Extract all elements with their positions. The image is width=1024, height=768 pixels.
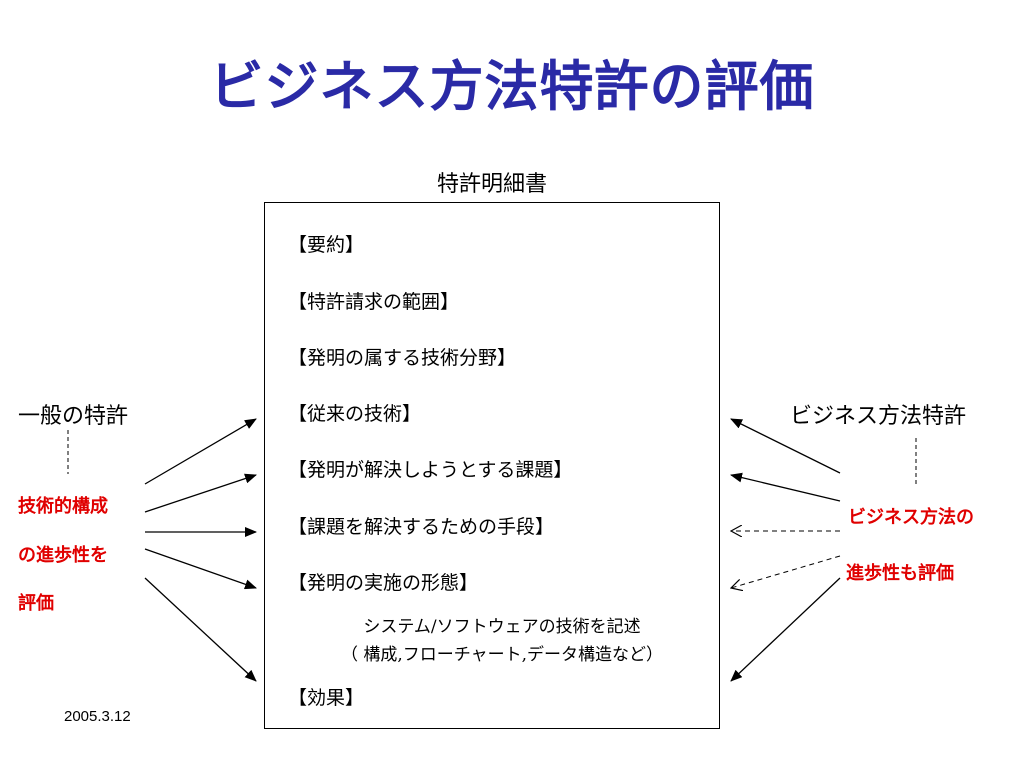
section-prior-art: 【従来の技術】	[288, 403, 422, 425]
right-arrow-to-problem	[730, 472, 841, 502]
left-arrow-to-effect	[144, 577, 257, 682]
right-dashed-arrow-to-embodiment	[731, 555, 841, 588]
patent-specification-box	[264, 202, 720, 729]
left-eval-line1: 技術的構成	[18, 496, 108, 517]
right-arrow-to-effect	[730, 577, 841, 682]
section-means: 【課題を解決するための手段】	[288, 516, 555, 538]
embodiment-note-line1: システム/ソフトウェアの技術を記述	[363, 617, 641, 637]
slide-date: 2005.3.12	[64, 708, 131, 725]
left-eval-line2: の進歩性を	[18, 545, 108, 566]
right-arrow-to-prior-art	[730, 418, 841, 474]
section-effect: 【効果】	[288, 687, 365, 709]
right-eval-line2: 進歩性も評価	[846, 563, 954, 584]
right-eval-line1: ビジネス方法の	[848, 507, 974, 528]
slide-title: ビジネス方法特許の評価	[209, 55, 815, 118]
section-abstract: 【要約】	[288, 234, 365, 256]
section-problem: 【発明が解決しようとする課題】	[288, 459, 573, 481]
general-patent-label: 一般の特許	[18, 404, 129, 429]
left-arrow-to-problem	[144, 473, 257, 513]
document-label: 特許明細書	[436, 172, 547, 197]
embodiment-note-line2: （ 構成,フローチャート,データ構造など）	[340, 645, 664, 665]
left-arrow-to-prior-art	[144, 418, 257, 485]
left-eval-line3: 評価	[18, 593, 54, 614]
business-method-patent-label: ビジネス方法特許	[790, 404, 967, 429]
section-technical-field: 【発明の属する技術分野】	[288, 347, 517, 369]
section-claims: 【特許請求の範囲】	[288, 291, 460, 313]
left-arrow-to-embodiment	[144, 548, 257, 590]
section-embodiment: 【発明の実施の形態】	[288, 572, 479, 594]
